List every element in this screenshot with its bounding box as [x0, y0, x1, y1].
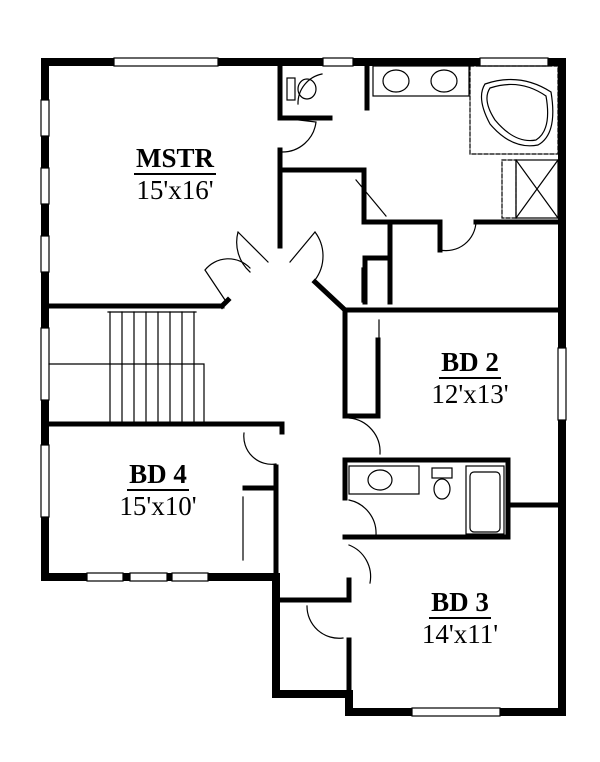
interior-walls [46, 63, 561, 697]
room-label-bd3: BD 3 14'x11' [390, 588, 530, 649]
room-label-master: MSTR 15'x16' [95, 144, 255, 205]
windows [40, 57, 567, 717]
fixtures [48, 65, 559, 535]
room-size: 15'x10' [119, 491, 197, 521]
room-label-bd4: BD 4 15'x10' [88, 460, 228, 521]
room-size: 14'x11' [421, 619, 499, 649]
room-name: BD 3 [429, 587, 491, 619]
room-size: 12'x13' [431, 379, 509, 409]
room-name: BD 2 [439, 347, 501, 379]
room-label-bd2: BD 2 12'x13' [400, 348, 540, 409]
door-swings [204, 73, 477, 639]
room-size: 15'x16' [136, 175, 214, 205]
room-name: MSTR [133, 143, 216, 175]
room-name: BD 4 [127, 459, 189, 491]
